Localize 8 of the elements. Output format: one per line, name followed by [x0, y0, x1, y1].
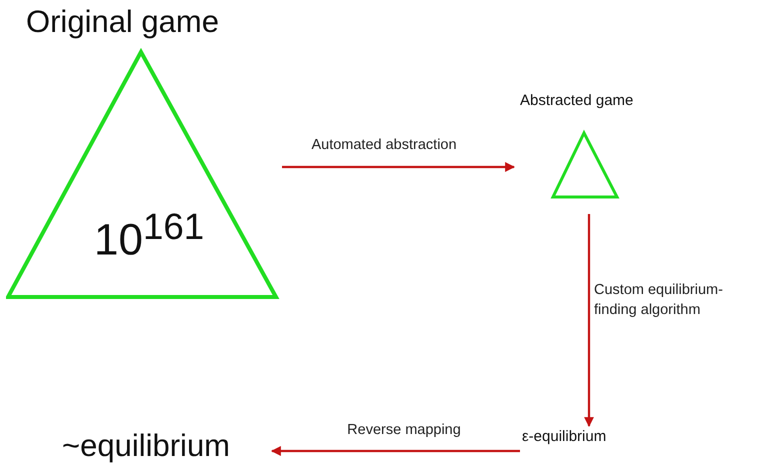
arrow: [584, 214, 594, 427]
arrow: [282, 162, 515, 172]
node-value: 10$^{161}$: [94, 206, 204, 266]
node-label: ~equilibrium: [62, 428, 230, 464]
arrow: [271, 446, 520, 456]
node-title: Abstracted game: [520, 92, 634, 109]
node-label: ε-equilibrium: [522, 428, 606, 445]
node-title: Original game: [26, 4, 219, 40]
